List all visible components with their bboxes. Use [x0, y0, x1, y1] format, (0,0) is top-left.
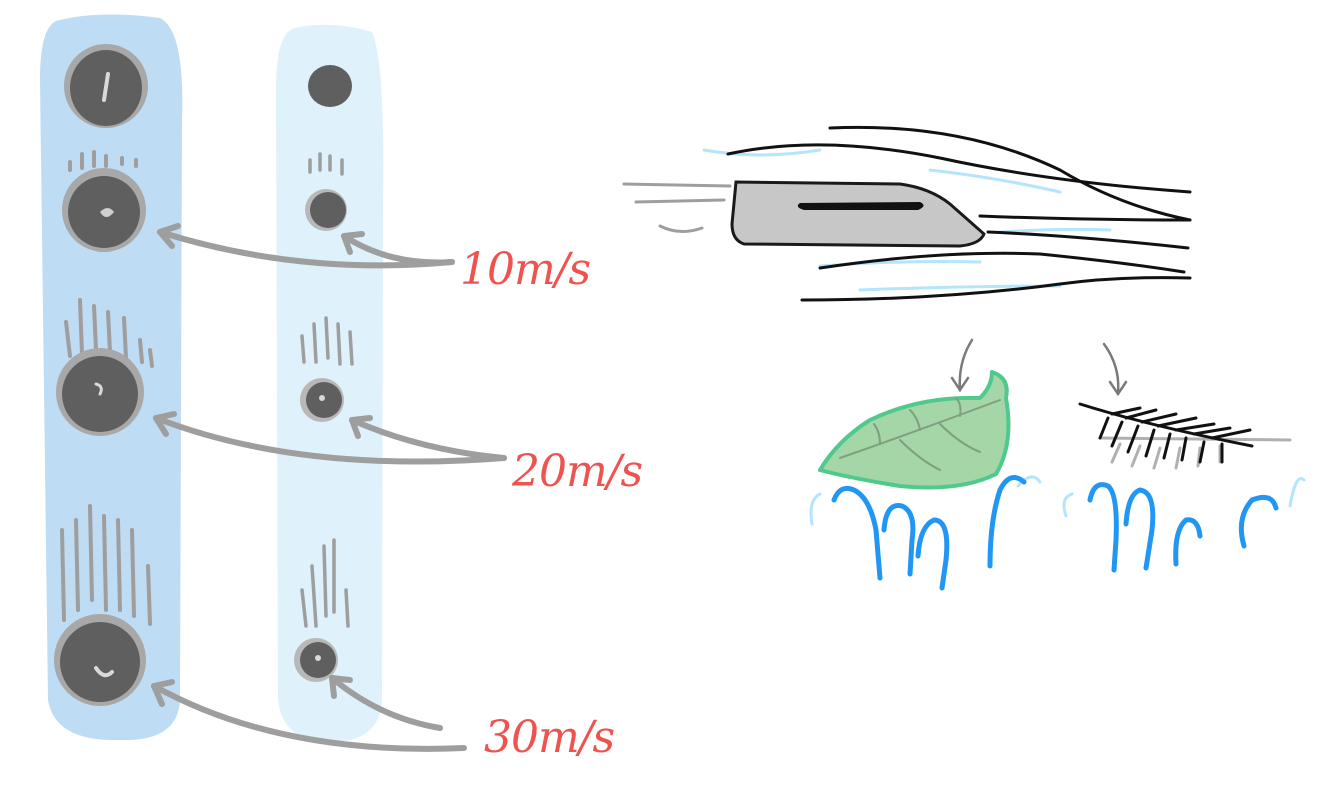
rock-in-wind-icon [732, 182, 984, 246]
falling-columns [40, 14, 383, 742]
leaf-and-feather [811, 340, 1304, 588]
down-arrows [952, 340, 1126, 394]
light-stone-icon [308, 65, 352, 107]
heavy-stone-icon [60, 622, 140, 702]
rock-in-wind [624, 127, 1190, 300]
heavy-stone-row-0 [64, 44, 148, 128]
speed-label-30: 30m/s [484, 712, 615, 763]
wind-curl-icon [1090, 485, 1276, 570]
leaf-icon [820, 372, 1008, 488]
speed-label-20: 20m/s [511, 446, 643, 497]
speed-label-10: 10m/s [460, 244, 591, 295]
light-stone-icon [310, 192, 346, 228]
airflow-trail [624, 184, 730, 232]
feather-icon [1080, 404, 1290, 468]
light-stone-row-0 [308, 65, 352, 107]
wind-curl-icon [834, 478, 1024, 589]
